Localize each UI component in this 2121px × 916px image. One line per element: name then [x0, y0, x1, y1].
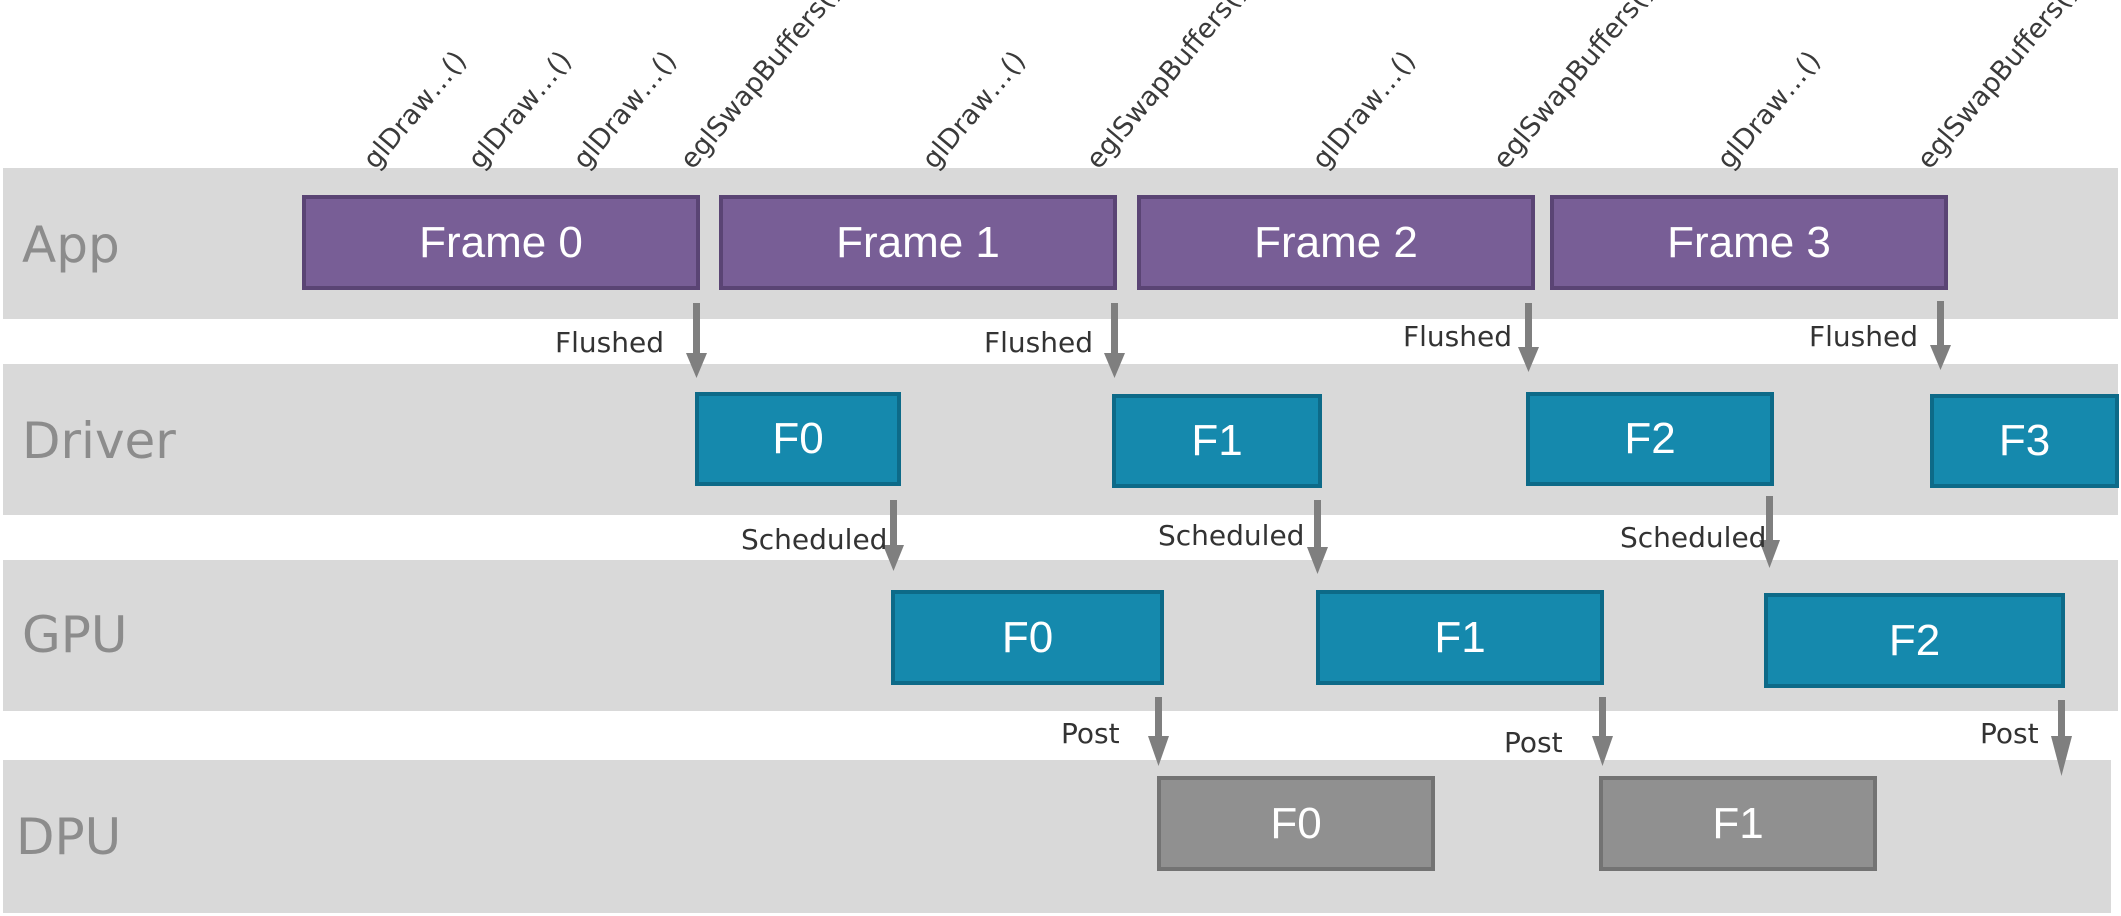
- flushed-label: Flushed: [555, 326, 664, 359]
- driver-frame-0: F0: [695, 392, 901, 486]
- driver-frame-2: F2: [1526, 392, 1774, 486]
- post-label: Post: [1504, 726, 1563, 759]
- app-frame-1: Frame 1: [719, 195, 1117, 290]
- flushed-arrow-2: [1518, 303, 1539, 372]
- flushed-arrow-3: [1930, 301, 1951, 370]
- dpu-frame-0: F0: [1157, 776, 1435, 871]
- app-frame-2: Frame 2: [1137, 195, 1535, 290]
- lane-label-driver: Driver: [22, 412, 176, 470]
- flushed-label: Flushed: [984, 326, 1093, 359]
- post-arrow-2: [2051, 700, 2072, 776]
- flushed-arrow-0: [686, 303, 707, 378]
- flushed-label: Flushed: [1403, 320, 1512, 353]
- flushed-arrow-1: [1104, 303, 1125, 378]
- lane-label-app: App: [22, 216, 120, 274]
- driver-frame-1: F1: [1112, 394, 1322, 488]
- scheduled-arrow-2: [1759, 496, 1780, 568]
- lane-label-gpu: GPU: [22, 606, 128, 664]
- scheduled-label: Scheduled: [1620, 521, 1767, 554]
- driver-frame-3: F3: [1930, 394, 2119, 488]
- post-arrow-0: [1148, 697, 1169, 766]
- scheduled-arrow-0: [883, 500, 904, 571]
- scheduled-label: Scheduled: [741, 523, 888, 556]
- dpu-frame-1: F1: [1599, 776, 1877, 871]
- app-frame-0: Frame 0: [302, 195, 700, 290]
- post-label: Post: [1980, 717, 2039, 750]
- post-label: Post: [1061, 717, 1120, 750]
- scheduled-arrow-1: [1307, 500, 1328, 574]
- flushed-label: Flushed: [1809, 320, 1918, 353]
- scheduled-label: Scheduled: [1158, 519, 1305, 552]
- post-arrow-1: [1592, 697, 1613, 766]
- gpu-frame-0: F0: [891, 590, 1164, 685]
- lane-label-dpu: DPU: [16, 808, 122, 866]
- gpu-frame-2: F2: [1764, 593, 2065, 688]
- gpu-frame-1: F1: [1316, 590, 1604, 685]
- app-frame-3: Frame 3: [1550, 195, 1948, 290]
